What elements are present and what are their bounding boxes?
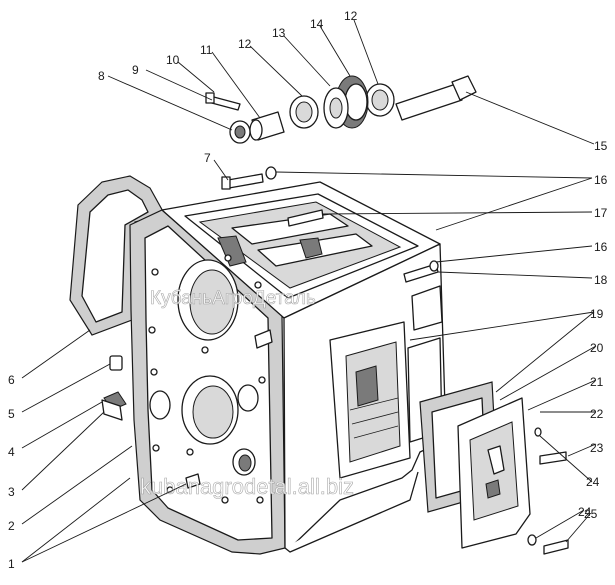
side-cover-part-21 — [457, 397, 569, 555]
callout-23: 23 — [590, 441, 604, 455]
callout-12-right: 12 — [344, 9, 358, 23]
callout-2: 2 — [8, 519, 15, 533]
callout-7: 7 — [204, 151, 211, 165]
callout-5: 5 — [8, 407, 15, 421]
callout-21: 21 — [590, 375, 604, 389]
shaft-assembly — [205, 75, 477, 144]
callout-10: 10 — [166, 53, 180, 67]
watermark-bottom: kubanagrodetal.all.biz — [140, 474, 354, 499]
callout-24-bottom: 24 — [578, 505, 592, 519]
callout-19: 19 — [590, 307, 604, 321]
callout-1: 1 — [8, 557, 15, 571]
callout-24-top: 24 — [586, 475, 600, 489]
callout-15: 15 — [594, 139, 608, 153]
callout-12-left: 12 — [238, 37, 252, 51]
callout-labels: 1 2 3 4 5 6 7 8 9 10 11 12 13 14 12 15 1… — [8, 9, 608, 571]
callout-17: 17 — [594, 206, 608, 220]
callout-3: 3 — [8, 485, 15, 499]
fasteners — [101, 166, 439, 489]
front-bearing-bores — [149, 259, 259, 476]
gearbox-housing — [129, 181, 447, 555]
callout-16-top: 16 — [594, 173, 608, 187]
callout-14: 14 — [310, 17, 324, 31]
callout-13: 13 — [272, 26, 286, 40]
callout-9: 9 — [132, 63, 139, 77]
leader-lines — [21, 19, 597, 563]
callout-20: 20 — [590, 341, 604, 355]
callout-18: 18 — [594, 273, 608, 287]
callout-16-bottom: 16 — [594, 240, 608, 254]
callout-22: 22 — [590, 407, 604, 421]
callout-8: 8 — [98, 69, 105, 83]
callout-11: 11 — [200, 43, 213, 57]
callout-6: 6 — [8, 373, 15, 387]
watermark-center: КубаньАгроДеталь — [150, 288, 316, 309]
callout-25: 25 — [584, 507, 598, 521]
callout-4: 4 — [8, 445, 15, 459]
gasket-part-6 — [69, 175, 166, 336]
